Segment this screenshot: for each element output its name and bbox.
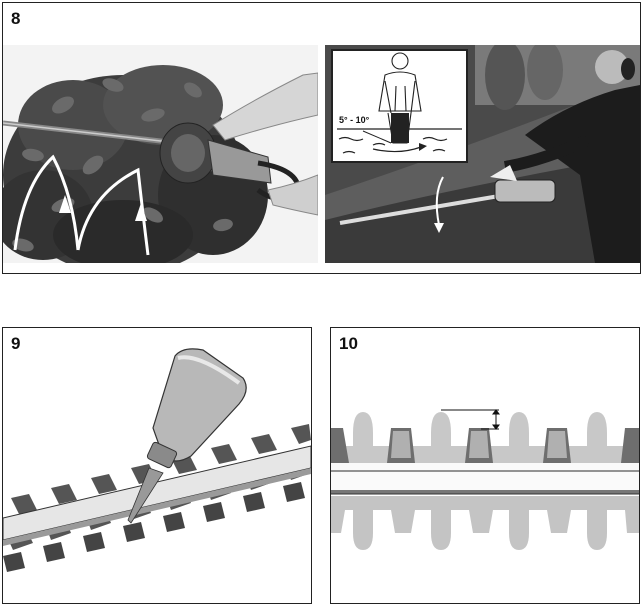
wear-measurement-marker <box>441 409 500 430</box>
operator-figure <box>503 50 640 263</box>
figure-number: 8 <box>11 9 21 28</box>
trimming-angle-inset: 5° - 10° <box>331 49 468 163</box>
hedge-top-trimming-photo: 5° - 10° <box>325 45 640 263</box>
figure-panel-9: 9 <box>2 327 312 604</box>
angle-label: 5° - 10° <box>339 115 370 125</box>
figure-panel-8: 8 <box>2 2 641 274</box>
blade-oiling-illustration <box>3 348 311 572</box>
cutting-arc-arrows <box>13 154 150 256</box>
blade-wear-diagram <box>331 409 639 550</box>
figure-number: 9 <box>11 334 21 353</box>
lower-blade-teeth <box>331 496 639 550</box>
oil-can <box>127 348 247 524</box>
figure-panel-10: 10 <box>330 327 640 604</box>
figure-number: 10 <box>339 334 358 353</box>
hedge-trimming-arc-photo <box>3 45 318 263</box>
tilt-direction-arrow <box>434 176 444 233</box>
hedge-foliage <box>3 65 268 263</box>
